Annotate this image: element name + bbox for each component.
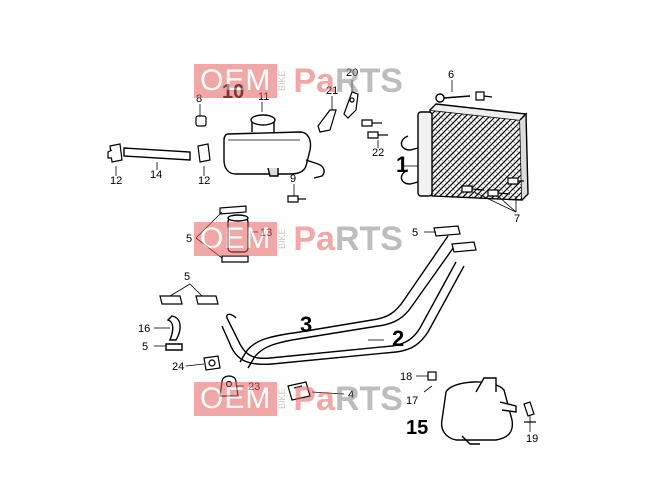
bracket-21 — [317, 109, 337, 133]
watermark-oem: OEM — [194, 64, 278, 98]
pipe-2 — [239, 235, 457, 369]
label-18: 18 — [400, 371, 412, 383]
clips-5-upper — [219, 205, 249, 263]
label-24: 24 — [172, 361, 184, 373]
label-12-left: 12 — [110, 175, 122, 187]
hose-14 — [123, 147, 191, 161]
clips-5-middle — [159, 295, 219, 305]
label-7: 7 — [514, 213, 520, 225]
label-8: 8 — [196, 93, 202, 105]
label-20: 20 — [346, 67, 358, 79]
label-14: 14 — [150, 169, 162, 181]
label-6: 6 — [448, 69, 454, 81]
label-3: 3 — [300, 312, 312, 337]
watermark-bike: BIKE — [277, 388, 288, 410]
label-9: 9 — [290, 173, 296, 185]
watermark-bike: BIKE — [277, 228, 288, 250]
watermark-oem: OEM — [194, 222, 278, 256]
bracket-20 — [343, 91, 359, 119]
clips-5-right — [433, 225, 477, 253]
label-22: 22 — [372, 147, 384, 159]
label-21: 21 — [326, 85, 338, 97]
bolt-8 — [195, 115, 207, 127]
coolant-tank-15 — [440, 377, 517, 445]
radiator — [400, 93, 529, 201]
label-4: 4 — [348, 389, 354, 401]
bolts-22 — [361, 119, 388, 139]
bolt-9 — [287, 195, 306, 203]
label-15: 15 — [406, 417, 428, 439]
label-5-lower: 5 — [142, 341, 148, 353]
hose-16 — [165, 315, 183, 351]
clip-12-left — [107, 143, 123, 163]
gasket-24 — [203, 355, 221, 371]
clamp-4 — [287, 381, 311, 401]
label-16: 16 — [138, 323, 150, 335]
label-5-middle: 5 — [184, 271, 190, 283]
label-5-upper: 5 — [186, 233, 192, 245]
expansion-reservoir — [223, 114, 325, 179]
pipe-3 — [221, 261, 465, 366]
watermark-oem: OEM — [194, 382, 278, 416]
watermark-bike: BIKE — [277, 70, 288, 92]
label-12-right: 12 — [198, 175, 210, 187]
bolt-6 — [475, 91, 493, 101]
label-1: 1 — [396, 152, 408, 177]
label-19: 19 — [526, 433, 538, 445]
label-5-right: 5 — [412, 227, 418, 239]
label-2: 2 — [392, 326, 404, 351]
label-17: 17 — [406, 395, 418, 407]
clip-12-right — [197, 143, 211, 163]
